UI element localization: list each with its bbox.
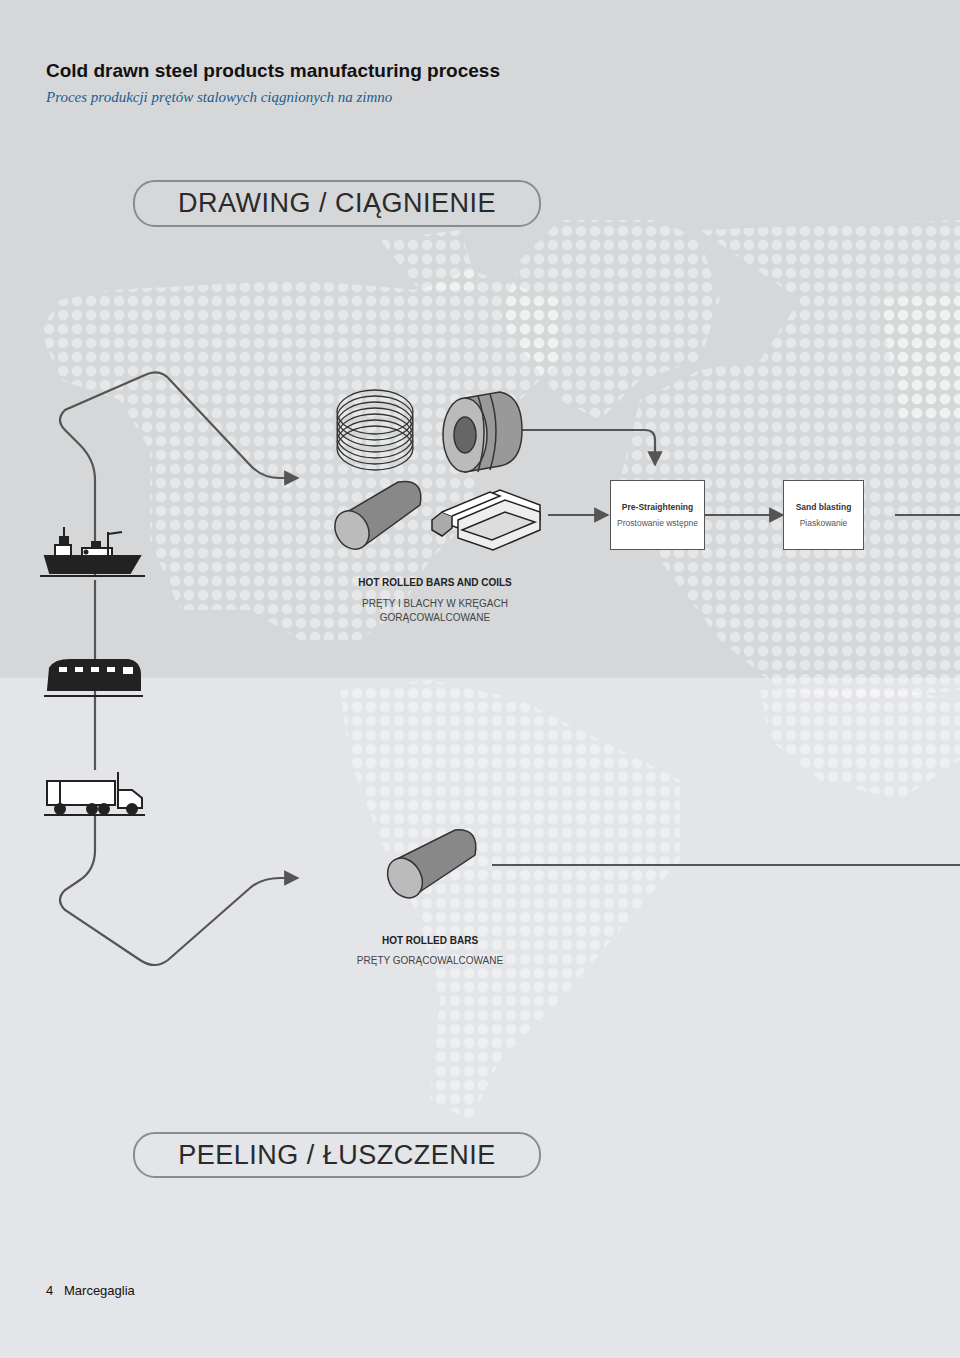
product-label: HOT ROLLED BARS AND COILS xyxy=(325,577,545,588)
round-bar-lower xyxy=(381,830,476,904)
footer-text: Marcegaglia xyxy=(64,1283,135,1298)
train-icon xyxy=(44,660,143,696)
page-subtitle: Proces produkcji prętów stalowych ciągni… xyxy=(46,89,392,106)
product-label: PRĘTY I BLACHY W KRĘGACH GORĄCOWALCOWANE xyxy=(345,597,525,625)
footer-text: 4 xyxy=(46,1283,53,1298)
section-banner: DRAWING / CIĄGNIENIE xyxy=(133,180,541,227)
flow-arrow xyxy=(705,514,783,516)
section-banner: PEELING / ŁUSZCZENIE xyxy=(133,1132,541,1178)
process-box: Sand blastingPiaskowanie xyxy=(783,480,864,550)
strip-coil xyxy=(443,392,522,472)
ship-icon xyxy=(40,527,145,576)
product-label: PRĘTY GORĄCOWALCOWANE xyxy=(320,955,540,966)
page-title: Cold drawn steel products manufacturing … xyxy=(46,60,500,82)
step-title: Pre-Straightening xyxy=(622,502,693,512)
dotted-world-map xyxy=(40,220,960,1120)
transport-route xyxy=(60,372,960,965)
step-subtitle: Piaskowanie xyxy=(800,518,848,529)
banner-text: DRAWING / CIĄGNIENIE xyxy=(178,188,496,219)
round-bar xyxy=(328,481,421,555)
hex-square-bars xyxy=(432,490,540,550)
lower-band xyxy=(0,678,960,1358)
truck-icon xyxy=(44,772,145,815)
banner-text: PEELING / ŁUSZCZENIE xyxy=(178,1140,496,1171)
product-label: HOT ROLLED BARS xyxy=(330,935,530,946)
step-title: Sand blasting xyxy=(796,502,852,512)
process-box: Pre-StraighteningProstowanie wstępne xyxy=(610,480,705,550)
step-subtitle: Prostowanie wstępne xyxy=(617,518,698,529)
wire-coil xyxy=(337,390,413,470)
